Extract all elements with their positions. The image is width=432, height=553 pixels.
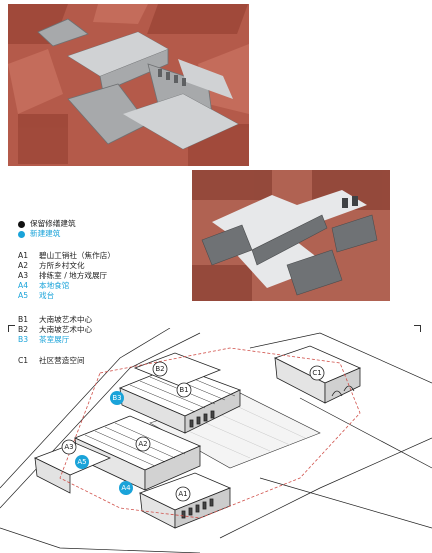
item-name: 大南坡艺术中心 — [39, 315, 93, 324]
street-line — [249, 332, 432, 384]
badge-a1: A1 — [175, 486, 191, 502]
svg-text:A5: A5 — [77, 458, 86, 466]
site-boundary — [59, 347, 361, 519]
axonometric-drawing: B2 B1 B3 C1 A2 A3 A5 A4 A1 — [0, 328, 432, 553]
model-photo-top-illustration — [8, 4, 249, 166]
item-code: B2 — [18, 325, 29, 334]
badge-b1: B1 — [176, 382, 192, 398]
list-item: A1 碧山工销社（焦作店） — [18, 251, 115, 261]
street-line — [259, 477, 432, 529]
badge-b2: B2 — [152, 361, 168, 377]
crop-mark-left — [8, 325, 15, 332]
item-code: A2 — [18, 261, 29, 270]
svg-text:A2: A2 — [138, 440, 147, 448]
list-item: A5 戏台 — [18, 291, 115, 301]
legend-group-c: C1 社区营造空间 — [18, 356, 85, 366]
item-name: 社区营造空间 — [39, 356, 85, 365]
building-a3 — [33, 442, 112, 494]
item-code: A5 — [18, 291, 29, 300]
new-dot-icon — [18, 230, 25, 238]
svg-text:B1: B1 — [179, 386, 188, 394]
legend-new: 新建建筑 — [18, 229, 76, 239]
list-item: A4 本地食馆 — [18, 281, 115, 291]
crop-mark-right — [414, 325, 421, 332]
list-item: C1 社区营造空间 — [18, 356, 85, 366]
item-name: 戏台 — [39, 291, 55, 300]
svg-text:A3: A3 — [64, 443, 73, 451]
item-code: A3 — [18, 271, 29, 280]
badge-a3: A3 — [61, 439, 77, 455]
legend: 保留修缮建筑 新建建筑 — [18, 219, 76, 239]
building-c1 — [273, 345, 362, 404]
list-item: A3 排练室 / 地方戏展厅 — [18, 271, 115, 281]
badge-c1: C1 — [309, 365, 325, 381]
model-photo-detail — [192, 170, 390, 301]
list-item: B2 大南坡艺术中心 — [18, 325, 92, 335]
item-code: B1 — [18, 315, 29, 324]
item-name: 大南坡艺术中心 — [39, 325, 93, 334]
street-line — [299, 397, 432, 469]
model-photo-top — [8, 4, 249, 166]
item-code: A4 — [18, 281, 29, 290]
model-photo-detail-illustration — [192, 170, 390, 301]
svg-text:B3: B3 — [112, 394, 121, 402]
list-item: A2 方所乡村文化 — [18, 261, 115, 271]
list-item: B1 大南坡艺术中心 — [18, 315, 92, 325]
svg-text:B2: B2 — [155, 365, 164, 373]
legend-group-b: B1 大南坡艺术中心 B2 大南坡艺术中心 B3 茶室展厅 — [18, 315, 92, 345]
badge-b3: B3 — [110, 391, 124, 405]
badge-a4: A4 — [119, 481, 133, 495]
list-item: B3 茶室展厅 — [18, 335, 92, 345]
badge-a5: A5 — [75, 455, 89, 469]
svg-text:C1: C1 — [312, 369, 321, 377]
street-line — [0, 527, 201, 553]
item-name: 方所乡村文化 — [39, 261, 85, 270]
street-line — [219, 437, 432, 539]
street-line — [0, 328, 171, 489]
item-code: C1 — [18, 356, 29, 365]
svg-text:A4: A4 — [121, 484, 131, 492]
legend-keep: 保留修缮建筑 — [18, 219, 76, 229]
keep-dot-icon — [18, 220, 25, 228]
item-code: A1 — [18, 251, 29, 260]
svg-text:A1: A1 — [178, 490, 187, 498]
legend-new-label: 新建建筑 — [30, 229, 61, 238]
legend-keep-label: 保留修缮建筑 — [30, 219, 76, 228]
badge-a2: A2 — [135, 436, 151, 452]
item-name: 本地食馆 — [39, 281, 70, 290]
item-name: 排练室 / 地方戏展厅 — [39, 271, 108, 280]
legend-group-a: A1 碧山工销社（焦作店） A2 方所乡村文化 A3 排练室 / 地方戏展厅 A4 本地… — [18, 251, 115, 301]
item-name: 茶室展厅 — [39, 335, 70, 344]
item-code: B3 — [18, 335, 29, 344]
item-name: 碧山工销社（焦作店） — [39, 251, 115, 260]
